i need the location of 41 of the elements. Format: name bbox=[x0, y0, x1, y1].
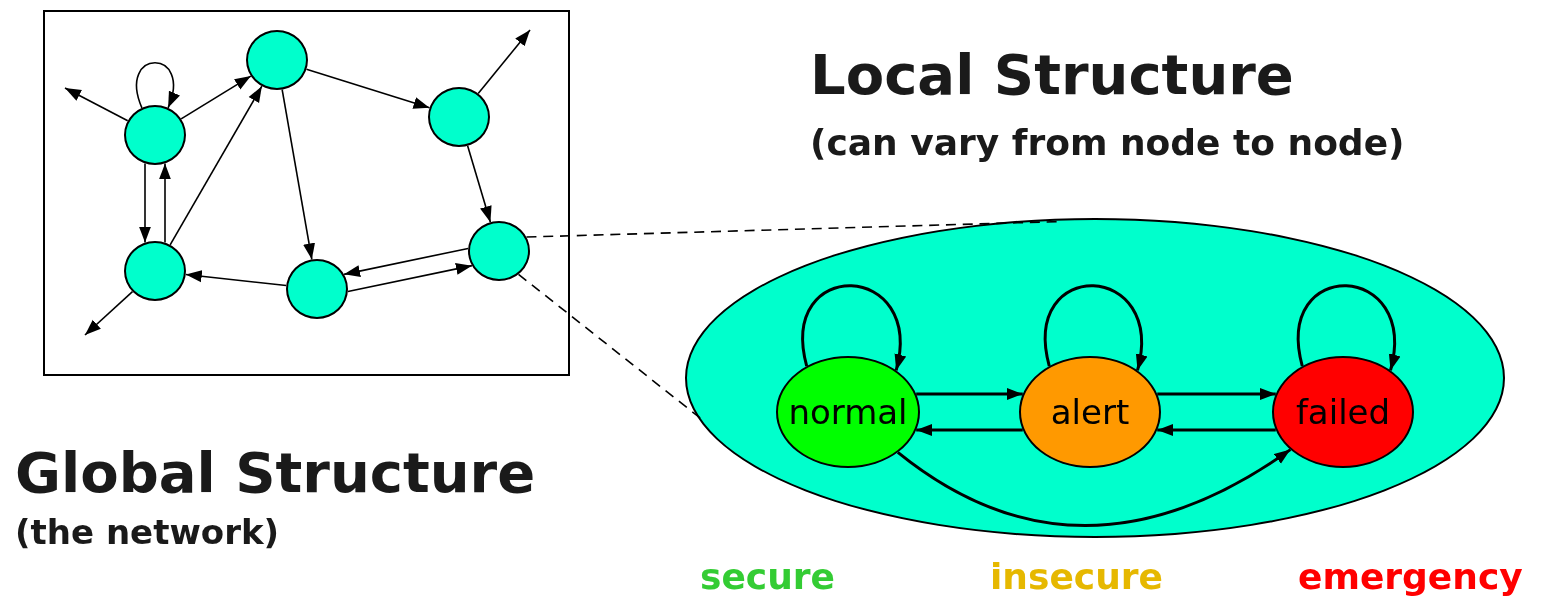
network-node bbox=[246, 30, 308, 90]
arrow bbox=[305, 68, 431, 109]
state-category-label: secure bbox=[700, 556, 835, 597]
arrow bbox=[159, 162, 171, 244]
arrow bbox=[466, 145, 492, 223]
arrow bbox=[84, 290, 134, 336]
arrow bbox=[916, 424, 1023, 436]
state-category-label: emergency bbox=[1298, 556, 1523, 597]
state-node: failed bbox=[1272, 356, 1414, 468]
arrow bbox=[1157, 424, 1276, 436]
network-frame bbox=[43, 10, 570, 376]
subheading: (the network) bbox=[15, 512, 280, 552]
self-loop-arrow bbox=[1296, 284, 1399, 371]
arrow bbox=[477, 29, 531, 95]
network-node bbox=[124, 241, 186, 301]
state-category-label: insecure bbox=[990, 556, 1163, 597]
arrow bbox=[64, 87, 129, 122]
arrow bbox=[169, 85, 263, 246]
state-node: alert bbox=[1019, 356, 1161, 468]
self-loop-arrow bbox=[801, 284, 905, 371]
self-loop-arrow bbox=[1043, 284, 1146, 371]
arrow bbox=[180, 75, 252, 120]
network-node bbox=[468, 221, 530, 281]
zoom-line bbox=[525, 220, 1058, 238]
network-node bbox=[428, 87, 490, 147]
self-loop-arrow bbox=[135, 62, 179, 109]
heading: Global Structure bbox=[15, 440, 536, 505]
arrow bbox=[281, 88, 315, 261]
arrow bbox=[185, 270, 287, 287]
zoom-line bbox=[517, 273, 701, 419]
heading: Local Structure bbox=[810, 42, 1294, 107]
arrow bbox=[1157, 388, 1276, 400]
arrow bbox=[343, 247, 469, 277]
network-node bbox=[286, 259, 348, 319]
arrow bbox=[139, 162, 151, 244]
arrow bbox=[916, 388, 1023, 400]
arrow bbox=[347, 263, 473, 293]
network-node bbox=[124, 105, 186, 165]
arrow bbox=[896, 448, 1292, 527]
subheading: (can vary from node to node) bbox=[810, 122, 1405, 163]
state-node: normal bbox=[776, 356, 920, 468]
